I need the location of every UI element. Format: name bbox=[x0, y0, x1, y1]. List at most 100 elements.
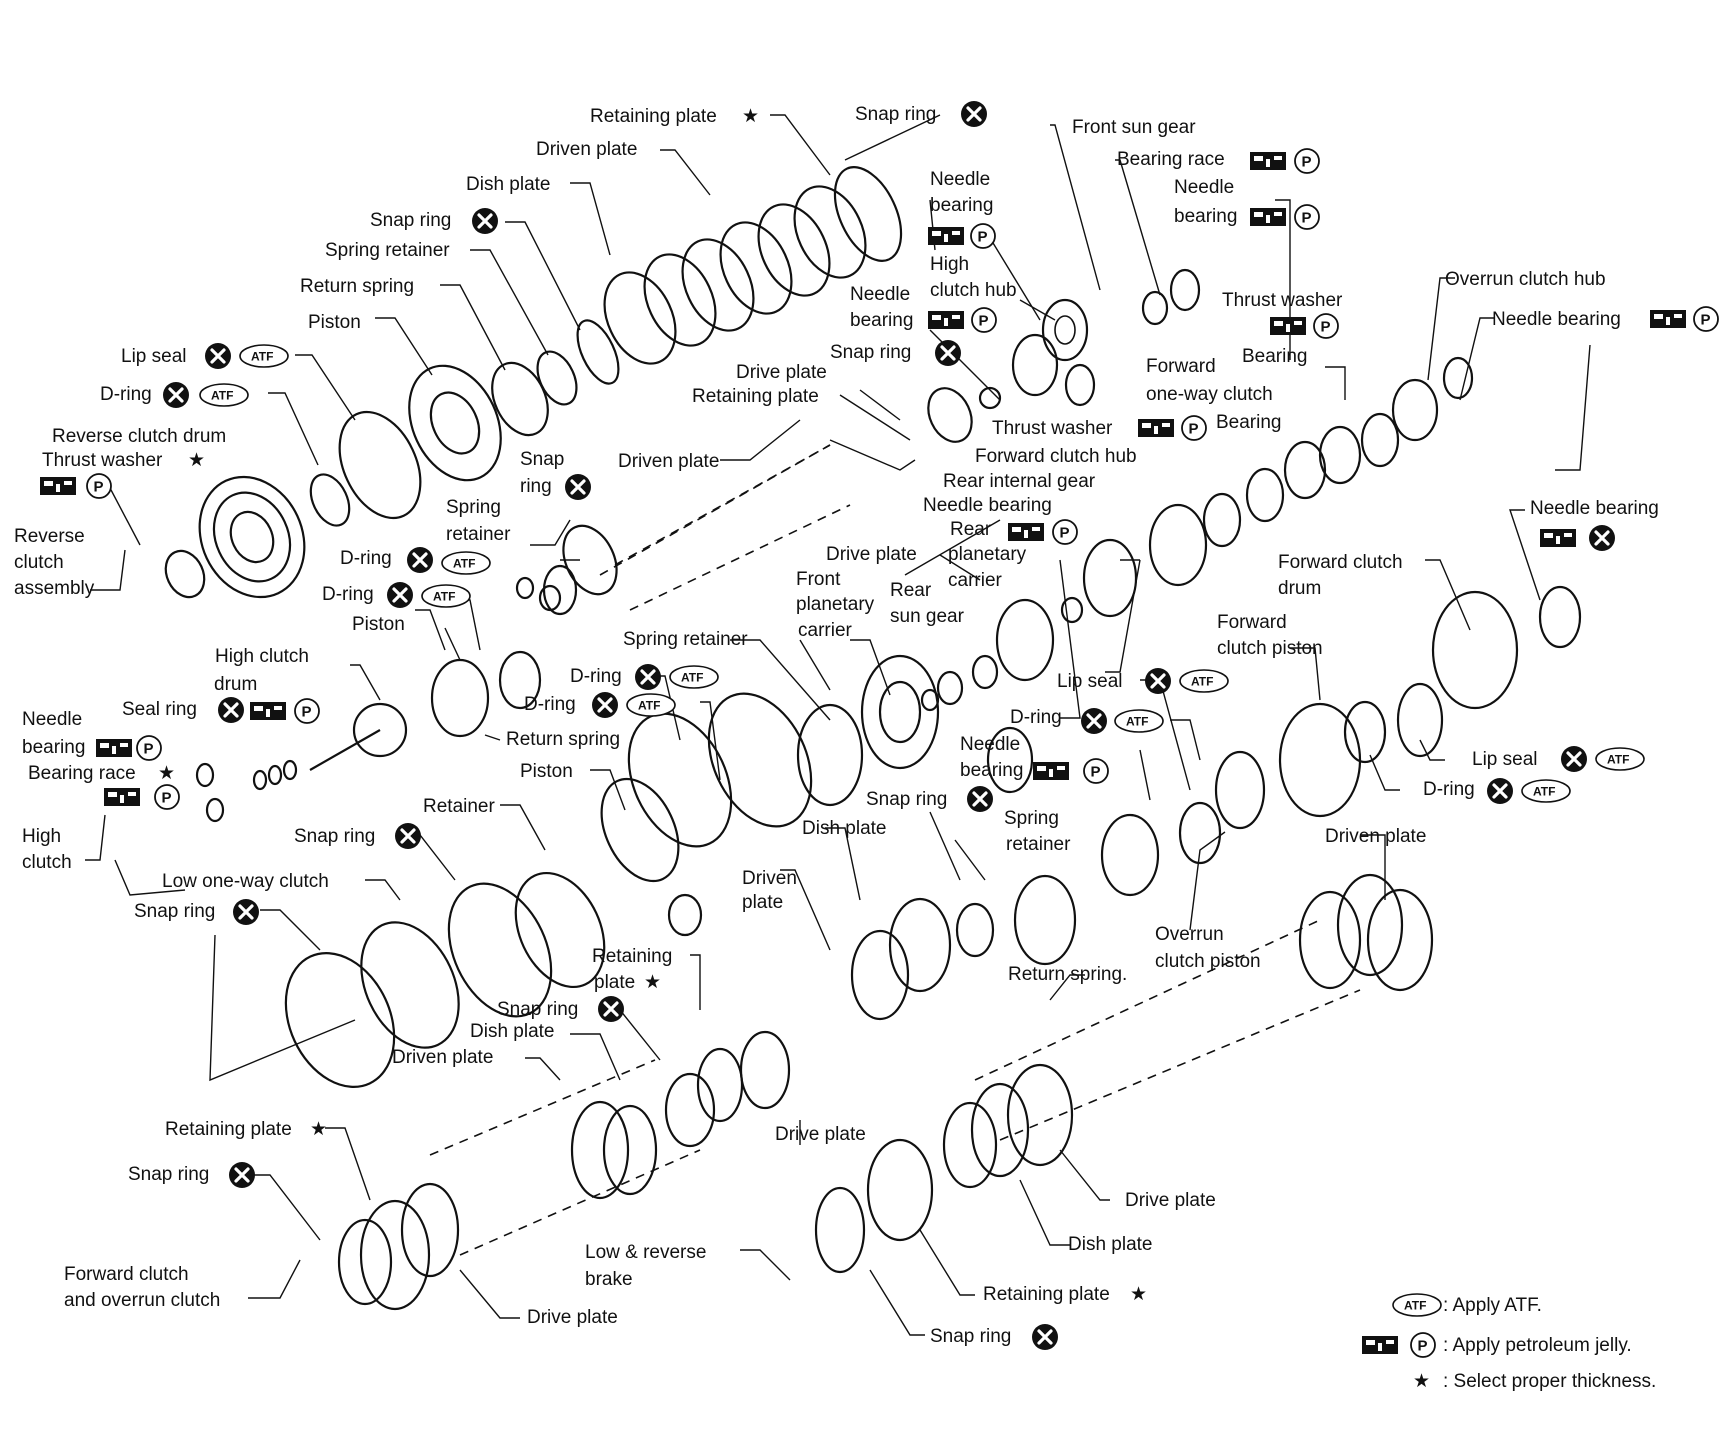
label-needle-bearing: Needle bearing bbox=[1530, 498, 1659, 519]
parts-layer bbox=[164, 166, 1582, 1311]
label-overrun-clutch-piston: Overrun bbox=[1155, 924, 1224, 945]
discard-x-icon bbox=[405, 545, 435, 575]
label-snap-ring: Snap ring bbox=[930, 1326, 1011, 1347]
label-dish-plate: Dish plate bbox=[470, 1021, 555, 1042]
label-retaining-plate: Retaining plate bbox=[165, 1119, 292, 1140]
label-needle-bearing: Needle bearing bbox=[1492, 309, 1621, 330]
discard-x-icon bbox=[161, 380, 191, 410]
atf-icon bbox=[421, 584, 471, 608]
p-icon bbox=[86, 473, 112, 499]
label-rear-internal-gear: Rear internal gear bbox=[943, 471, 1096, 492]
star-mark: ★ bbox=[158, 763, 175, 784]
discard-x-icon bbox=[1079, 706, 1109, 736]
label-reverse-clutch-assembly: assembly bbox=[14, 578, 95, 599]
discard-x-icon bbox=[470, 206, 500, 236]
discard-x-icon bbox=[633, 662, 663, 692]
label-snap-ring: ring bbox=[520, 476, 552, 497]
label-d-ring: D-ring bbox=[322, 584, 374, 605]
p-icon bbox=[154, 784, 180, 810]
label-retainer: Retainer bbox=[423, 796, 495, 817]
label-high-clutch-drum: drum bbox=[214, 674, 257, 695]
discard-x-icon bbox=[203, 341, 233, 371]
legend-jelly-text: : Apply petroleum jelly. bbox=[1443, 1335, 1632, 1356]
label-front-planetary-carrier: Front bbox=[796, 569, 841, 590]
petroleum-jelly-icon bbox=[250, 702, 286, 720]
label-rear-sun-gear: Rear bbox=[890, 580, 932, 601]
petroleum-jelly-icon bbox=[928, 227, 964, 245]
label-bearing: Bearing bbox=[1242, 346, 1308, 367]
label-snap-ring: Snap ring bbox=[370, 210, 451, 231]
label-snap-ring: Snap ring bbox=[830, 342, 911, 363]
label-front-planetary-carrier: planetary bbox=[796, 594, 875, 615]
discard-x-icon bbox=[231, 897, 261, 927]
star-mark: ★ bbox=[742, 106, 759, 127]
discard-x-icon bbox=[1485, 776, 1515, 806]
label-d-ring: D-ring bbox=[1010, 707, 1062, 728]
label-thrust-washer: Thrust washer bbox=[992, 418, 1113, 439]
labels-layer: Retaining plate ★ Snap ring Driven plate… bbox=[14, 99, 1719, 1352]
label-driven-plate: Driven plate bbox=[1325, 826, 1426, 847]
star-mark: ★ bbox=[644, 972, 661, 993]
label-rear-sun-gear: sun gear bbox=[890, 606, 965, 627]
petroleum-jelly-icon bbox=[96, 739, 132, 757]
label-driven-plate: plate bbox=[742, 892, 783, 913]
label-spring-retainer: retainer bbox=[1006, 834, 1071, 855]
label-spring-retainer: Spring retainer bbox=[623, 629, 748, 650]
label-spring-retainer: Spring retainer bbox=[325, 240, 450, 261]
label-spring-retainer: retainer bbox=[446, 524, 511, 545]
piston-part bbox=[408, 364, 502, 482]
discard-x-icon bbox=[1587, 523, 1617, 553]
label-high-clutch: High bbox=[22, 826, 61, 847]
label-driven-plate: Driven bbox=[742, 868, 797, 889]
label-retaining-plate: Retaining plate bbox=[692, 386, 819, 407]
discard-x-icon bbox=[227, 1160, 257, 1190]
label-overrun-clutch-piston: clutch piston bbox=[1155, 951, 1261, 972]
discard-x-icon bbox=[1559, 744, 1589, 774]
label-overrun-clutch-hub: Overrun clutch hub bbox=[1445, 269, 1606, 290]
label-d-ring: D-ring bbox=[570, 666, 622, 687]
label-low-reverse-brake: brake bbox=[585, 1269, 633, 1290]
petroleum-jelly-icon bbox=[1540, 529, 1576, 547]
petroleum-jelly-icon bbox=[1138, 419, 1174, 437]
label-needle-bearing: Needle bbox=[1174, 177, 1234, 198]
label-dish-plate: Dish plate bbox=[1068, 1234, 1153, 1255]
label-forward-one-way-clutch: one-way clutch bbox=[1146, 384, 1273, 405]
legend-star-text: : Select proper thickness. bbox=[1443, 1371, 1656, 1392]
petroleum-jelly-icon bbox=[104, 788, 140, 806]
label-front-sun-gear: Front sun gear bbox=[1072, 117, 1196, 138]
atf-icon bbox=[626, 693, 676, 717]
label-driven-plate: Driven plate bbox=[536, 139, 637, 160]
label-retaining-plate: Retaining bbox=[592, 946, 672, 967]
petroleum-jelly-icon bbox=[1250, 208, 1286, 226]
reverse-clutch-drum-part bbox=[198, 475, 306, 599]
star-mark: ★ bbox=[1130, 1284, 1147, 1305]
label-forward-clutch-drum: drum bbox=[1278, 578, 1321, 599]
label-high-clutch-hub: High bbox=[930, 254, 969, 275]
label-rear-planetary-carrier: Rear bbox=[950, 519, 992, 540]
reverse-plates-stack bbox=[603, 166, 903, 365]
label-high-clutch-hub: clutch hub bbox=[930, 280, 1017, 301]
label-rear-planetary-carrier: planetary bbox=[948, 544, 1027, 565]
atf-icon bbox=[441, 551, 491, 575]
discard-x-icon bbox=[563, 472, 593, 502]
label-retaining-plate: plate bbox=[594, 972, 635, 993]
label-drive-plate: Drive plate bbox=[527, 1307, 618, 1328]
label-snap-ring: Snap ring bbox=[294, 826, 375, 847]
label-needle-bearing: bearing bbox=[960, 760, 1023, 781]
label-snap-ring: Snap ring bbox=[128, 1164, 209, 1185]
label-needle-bearing: bearing bbox=[930, 195, 993, 216]
label-piston: Piston bbox=[520, 761, 573, 782]
label-return-spring: Return spring bbox=[300, 276, 414, 297]
legend-atf-text: : Apply ATF. bbox=[1443, 1295, 1542, 1316]
label-high-clutch-drum: High clutch bbox=[215, 646, 309, 667]
label-low-reverse-brake: Low & reverse bbox=[585, 1242, 706, 1263]
label-drive-plate: Drive plate bbox=[826, 544, 917, 565]
label-thrust-washer: Thrust washer bbox=[42, 450, 163, 471]
label-snap-ring: Snap bbox=[520, 449, 564, 470]
label-needle-bearing: Needle bbox=[960, 734, 1020, 755]
atf-icon bbox=[1595, 747, 1645, 771]
p-icon bbox=[136, 735, 162, 761]
p-icon bbox=[294, 698, 320, 724]
label-snap-ring: Snap ring bbox=[855, 104, 936, 125]
